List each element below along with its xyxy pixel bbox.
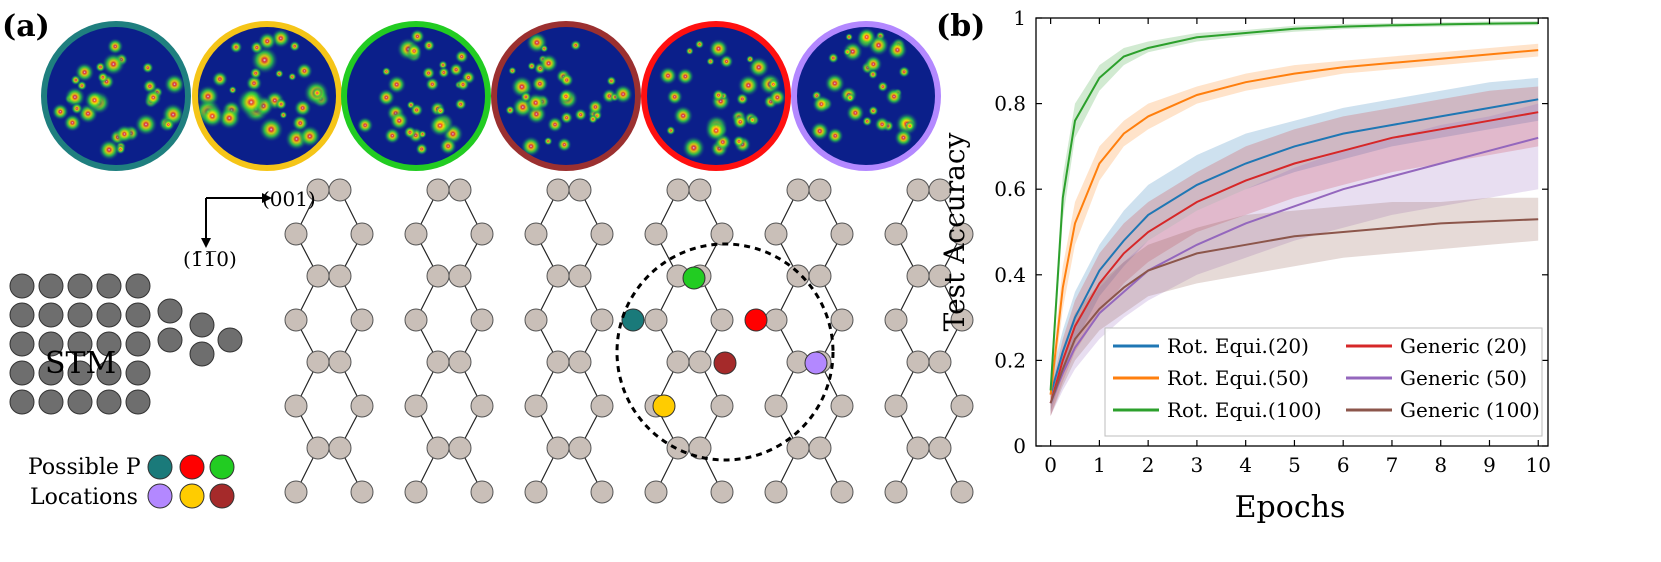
x-tick-label: 4 xyxy=(1239,453,1252,477)
x-tick-label: 3 xyxy=(1191,453,1204,477)
stm-label: STM xyxy=(45,346,116,381)
y-axis-label: Test Accuracy xyxy=(938,132,971,331)
x-tick-label: 2 xyxy=(1142,453,1155,477)
legend-label-6: Generic (100) xyxy=(1400,398,1540,422)
panel-a-label: (a) xyxy=(2,9,50,44)
x-tick-label: 8 xyxy=(1434,453,1447,477)
p-site-2 xyxy=(682,266,706,290)
band-series-6 xyxy=(1050,197,1539,416)
legend-label-4: Generic (20) xyxy=(1400,334,1527,358)
stm-image-2 xyxy=(192,21,342,171)
silicon-lattice xyxy=(284,178,974,504)
x-tick-label: 0 xyxy=(1044,453,1057,477)
x-tick-label: 1 xyxy=(1093,453,1106,477)
stm-tip xyxy=(9,273,243,415)
legend-dot-5 xyxy=(179,483,205,509)
series-bands xyxy=(1050,21,1539,416)
chart-legend: Rot. Equi.(20) Rot. Equi.(50) Rot. Equi.(1… xyxy=(1104,327,1543,437)
stm-image-5 xyxy=(641,21,791,171)
legend-dot-6 xyxy=(209,483,235,509)
line-series-5 xyxy=(1049,136,1539,404)
stm-image-4 xyxy=(491,21,641,171)
x-tick-label: 10 xyxy=(1526,453,1551,477)
panel-a: (a) STM (001) (1̄1̅0) Possible P Locatio… xyxy=(2,9,974,510)
y-tick-label: 0.8 xyxy=(994,92,1026,116)
x-tick-label: 6 xyxy=(1337,453,1350,477)
panel-b-label: (b) xyxy=(936,9,985,44)
lattice-atoms xyxy=(284,178,974,504)
y-ticks: 0 0.2 0.4 0.6 0.8 1 xyxy=(994,6,1548,458)
x-axis-label: Epochs xyxy=(1235,490,1346,525)
legend-dots xyxy=(147,454,235,509)
x-ticks: 0 1 2 3 4 5 6 7 8 9 10 xyxy=(1044,18,1551,477)
legend-label-1: Rot. Equi.(20) xyxy=(1167,334,1309,358)
stm-image-strip xyxy=(41,21,941,171)
direction-1-10-label: (1̄1̅0) xyxy=(183,247,237,271)
legend-box xyxy=(1104,327,1543,437)
y-tick-label: 0.6 xyxy=(994,177,1026,201)
line-series-1 xyxy=(1049,98,1539,395)
stm-image-1 xyxy=(41,21,191,171)
p-location-legend: Possible P Locations xyxy=(28,454,235,510)
band-series-1 xyxy=(1050,77,1539,412)
legend-label-3: Rot. Equi.(100) xyxy=(1167,398,1322,422)
line-series-2 xyxy=(1049,49,1539,395)
y-tick-label: 1 xyxy=(1013,6,1026,30)
y-tick-label: 0.2 xyxy=(994,348,1026,372)
p-site-4 xyxy=(713,351,737,375)
y-tick-label: 0.4 xyxy=(994,263,1026,287)
direction-001-label: (001) xyxy=(262,187,316,211)
accuracy-chart: 0 1 2 3 4 5 6 7 8 9 10 0 0.2 0.4 0.6 0.8 1 Epochs Test … xyxy=(938,6,1551,525)
stm-image-6 xyxy=(791,21,941,171)
direction-axes: (001) (1̄1̅0) xyxy=(183,187,316,271)
stm-image-3 xyxy=(341,21,491,171)
panel-b: (b) 0 1 2 3 4 5 6 7 8 9 10 0 0.2 0.4 0.6 0.8 1 Epochs T… xyxy=(936,6,1551,525)
p-site-3 xyxy=(744,308,768,332)
legend-label-2: Rot. Equi.(50) xyxy=(1167,366,1309,390)
band-series-5 xyxy=(1050,103,1539,416)
legend-dot-2 xyxy=(179,454,205,480)
probe-region-circle xyxy=(615,242,835,462)
line-series-6 xyxy=(1049,218,1539,404)
legend-dot-1 xyxy=(147,454,173,480)
legend-dot-3 xyxy=(209,454,235,480)
legend-locations: Locations xyxy=(30,485,138,510)
plot-frame xyxy=(1035,17,1549,447)
line-series-3 xyxy=(1049,22,1539,391)
lattice-bonds xyxy=(295,189,963,493)
p-site-5 xyxy=(804,351,828,375)
y-tick-label: 0 xyxy=(1013,434,1026,458)
legend-possible-p: Possible P xyxy=(28,455,141,480)
band-series-4 xyxy=(1050,86,1539,416)
series-lines xyxy=(1049,22,1539,404)
x-tick-label: 9 xyxy=(1483,453,1496,477)
x-tick-label: 7 xyxy=(1386,453,1399,477)
legend-label-5: Generic (50) xyxy=(1400,366,1527,390)
legend-dot-4 xyxy=(147,483,173,509)
x-tick-label: 5 xyxy=(1288,453,1301,477)
line-series-4 xyxy=(1049,111,1539,404)
p-site-6 xyxy=(652,394,676,418)
p-site-1 xyxy=(621,308,645,332)
